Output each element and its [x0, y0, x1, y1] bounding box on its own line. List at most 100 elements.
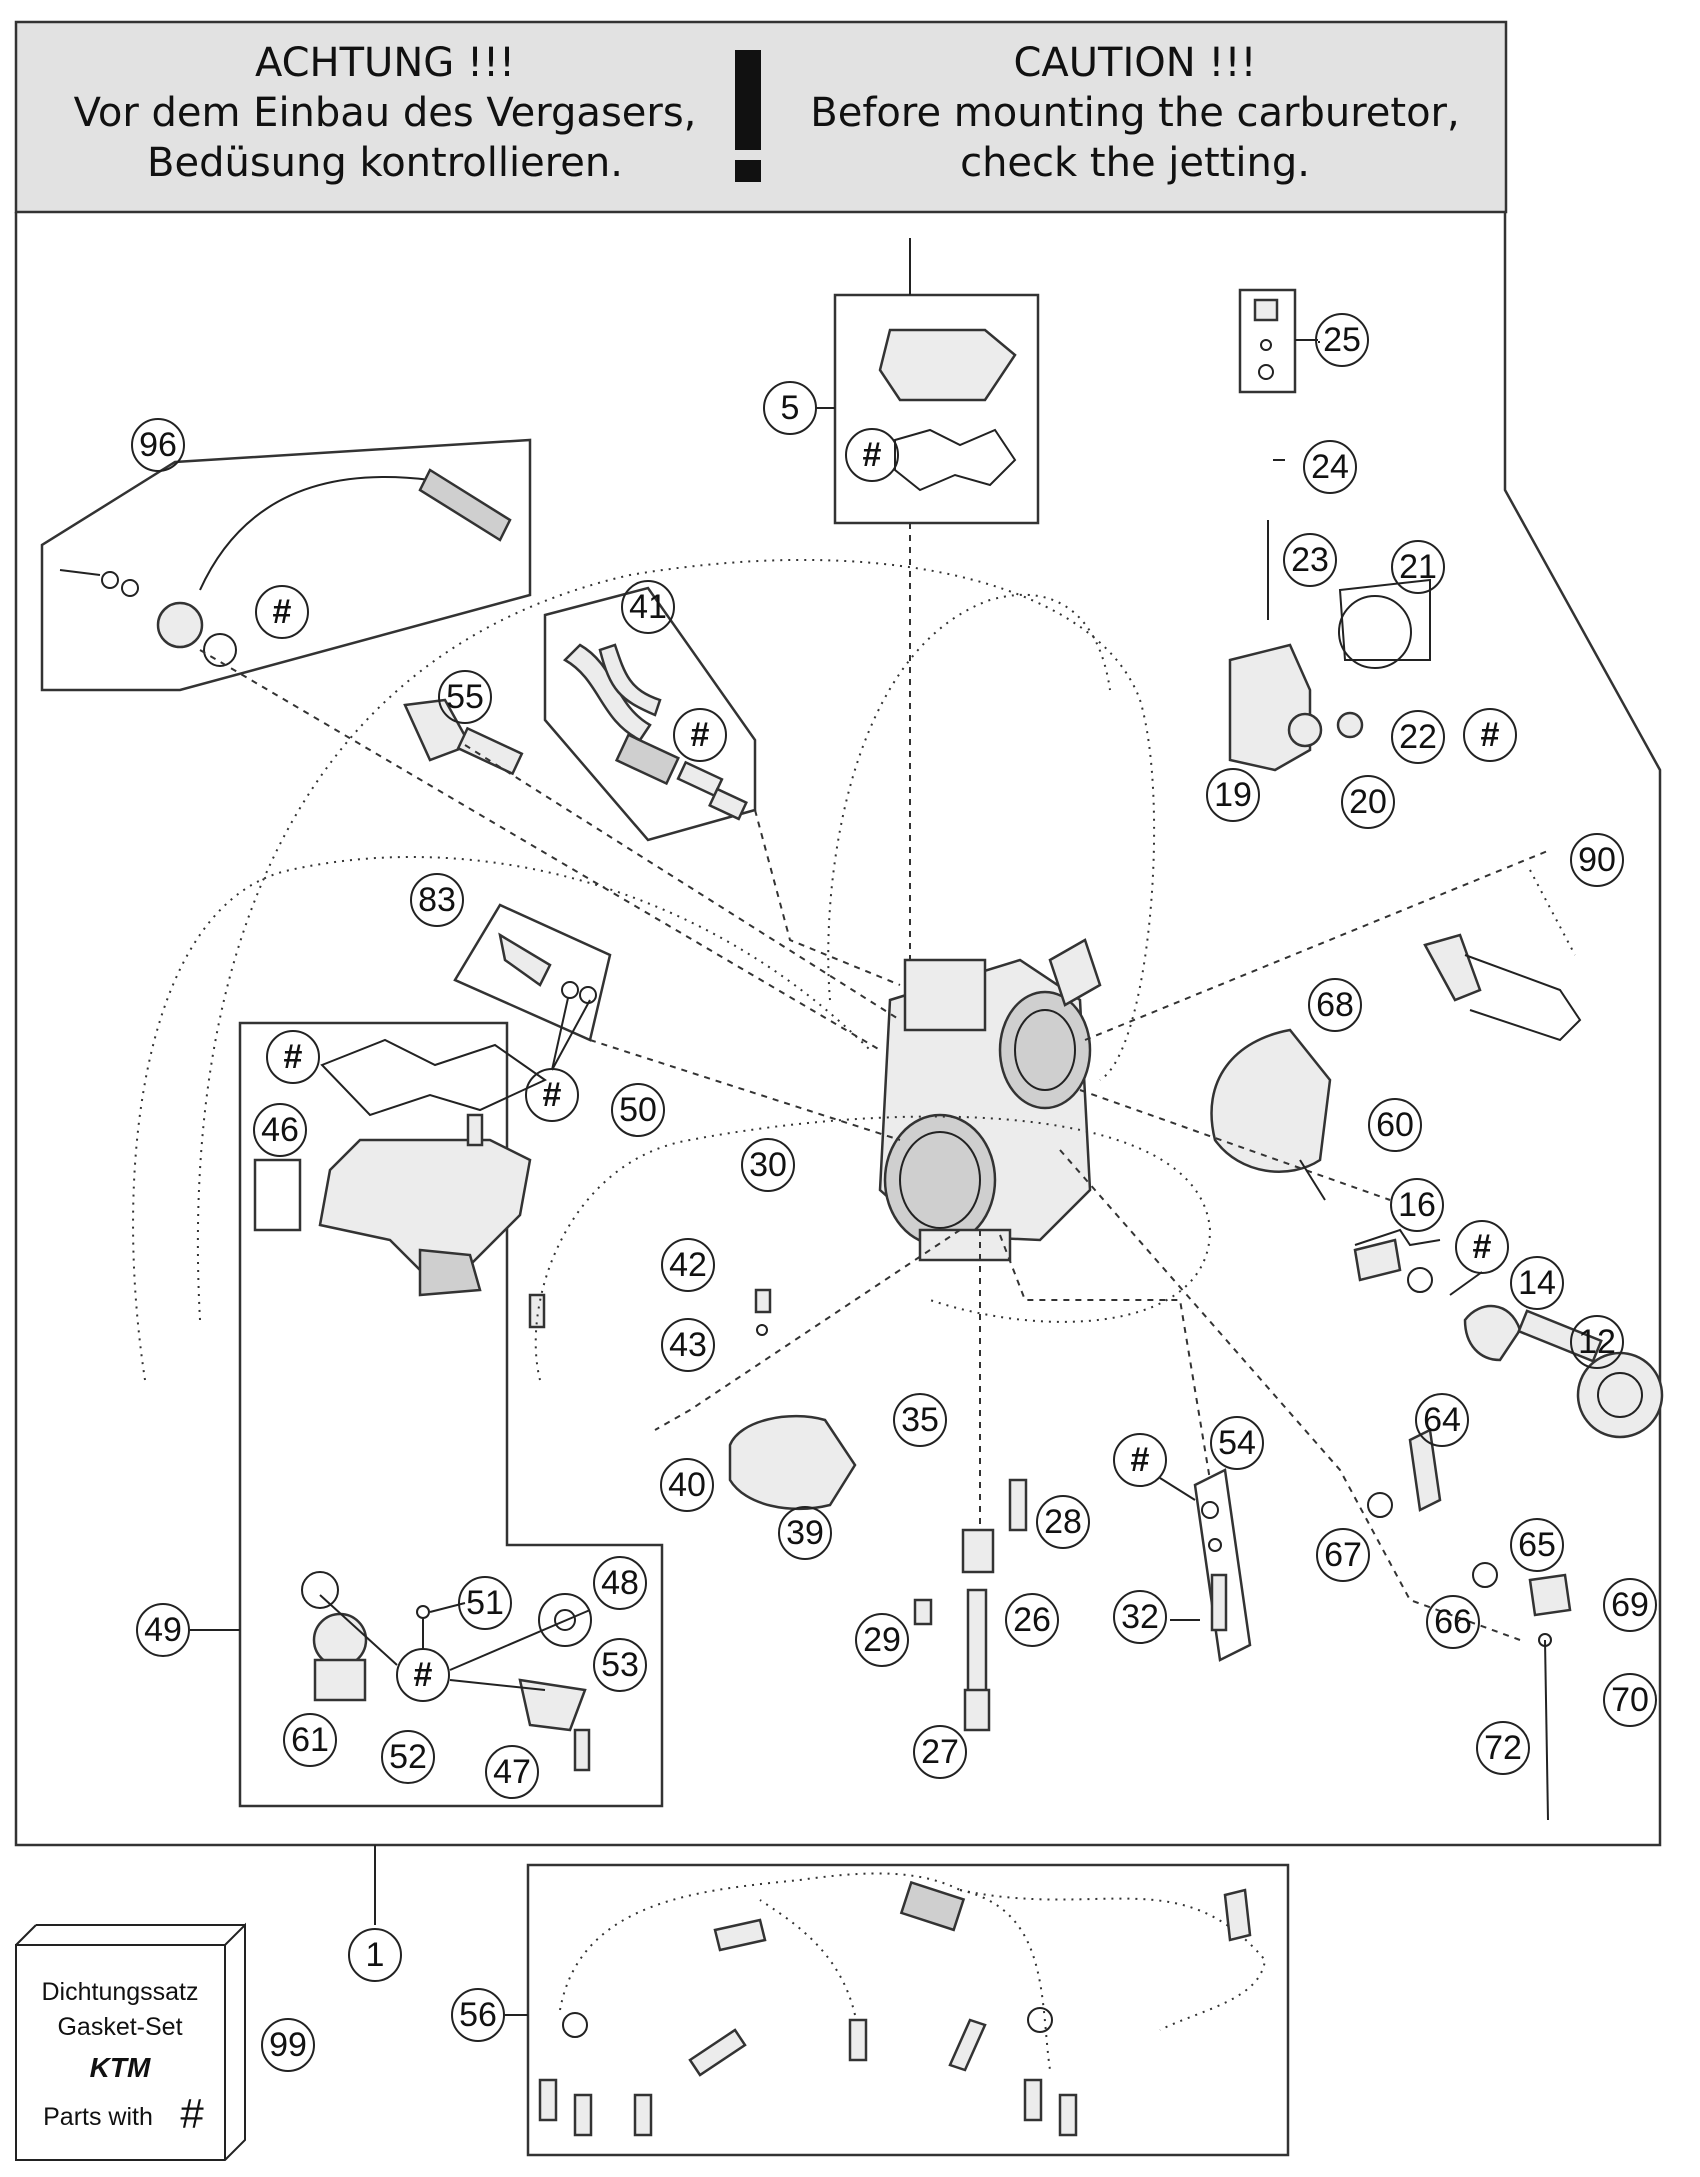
svg-text:68: 68 [1316, 986, 1354, 1024]
center-parts [301, 698, 1028, 1772]
ktm-logo: KTM [90, 2052, 151, 2083]
svg-text:#: # [414, 1656, 433, 1694]
callout-49: 49 [136, 1603, 190, 1657]
callout-68: 68 [1308, 978, 1362, 1032]
callout-5: 5 [763, 381, 817, 435]
box-25 [1238, 288, 1318, 394]
banner-english-line2: Before mounting the carburetor, [810, 90, 1459, 136]
svg-text:50: 50 [619, 1091, 657, 1129]
callout-30: 30 [741, 1138, 795, 1192]
callout-72: 72 [1476, 1721, 1530, 1775]
svg-text:69: 69 [1611, 1586, 1649, 1624]
box-49 [190, 1021, 664, 1808]
callout-22: 22 [1391, 710, 1445, 764]
exclamation-icon [735, 50, 761, 182]
callout-64: 64 [1415, 1393, 1469, 1447]
callout-83: 83 [410, 873, 464, 927]
hash-callout-54: # [1113, 1433, 1167, 1487]
svg-text:67: 67 [1324, 1536, 1362, 1574]
callout-24: 24 [1303, 440, 1357, 494]
callout-66: 66 [1426, 1595, 1480, 1649]
svg-text:26: 26 [1013, 1601, 1051, 1639]
svg-text:39: 39 [786, 1514, 824, 1552]
svg-text:25: 25 [1323, 321, 1361, 359]
callout-47: 47 [485, 1745, 539, 1799]
svg-text:14: 14 [1518, 1264, 1556, 1302]
svg-text:83: 83 [418, 881, 456, 919]
callout-41: 41 [621, 580, 675, 634]
svg-text:99: 99 [269, 2026, 307, 2064]
callout-27: 27 [913, 1725, 967, 1779]
callout-29: 29 [855, 1613, 909, 1667]
callout-60: 60 [1368, 1098, 1422, 1152]
svg-text:40: 40 [668, 1466, 706, 1504]
svg-text:47: 47 [493, 1753, 531, 1791]
svg-text:12: 12 [1578, 1323, 1616, 1361]
callout-53: 53 [593, 1638, 647, 1692]
hash-callout-41: # [673, 708, 727, 762]
svg-text:5: 5 [781, 389, 800, 427]
svg-text:61: 61 [291, 1721, 329, 1759]
callout-14: 14 [1510, 1256, 1564, 1310]
svg-text:24: 24 [1311, 448, 1349, 486]
svg-text:27: 27 [921, 1733, 959, 1771]
svg-text:1: 1 [366, 1936, 385, 1974]
callout-42: 42 [661, 1238, 715, 1292]
svg-text:#: # [284, 1038, 303, 1076]
svg-text:55: 55 [446, 678, 484, 716]
callout-70: 70 [1603, 1673, 1657, 1727]
box-32 [1170, 1468, 1252, 1662]
gasket-set-line1: Dichtungssatz [41, 1978, 198, 2006]
svg-text:66: 66 [1434, 1603, 1472, 1641]
callout-46: 46 [253, 1103, 307, 1157]
box-56 [505, 1863, 1290, 2157]
svg-text:42: 42 [669, 1246, 707, 1284]
hash-leaders [319, 997, 1483, 1691]
hash-callout-49: # [266, 1030, 320, 1084]
callout-28: 28 [1036, 1495, 1090, 1549]
svg-text:#: # [1481, 716, 1500, 754]
callout-25: 25 [1315, 313, 1369, 367]
banner-german-line2: Vor dem Einbau des Vergasers, [74, 90, 697, 136]
svg-text:19: 19 [1214, 776, 1252, 814]
svg-text:51: 51 [466, 1584, 504, 1622]
gasket-set-line2: Gasket-Set [57, 2013, 182, 2041]
svg-text:56: 56 [459, 1996, 497, 2034]
callout-69: 69 [1603, 1578, 1657, 1632]
svg-text:#: # [863, 436, 882, 474]
callout-48: 48 [593, 1556, 647, 1610]
callout-65: 65 [1510, 1518, 1564, 1572]
callout-51: 51 [458, 1576, 512, 1630]
callout-23: 23 [1283, 533, 1337, 587]
callout-99: 99 [261, 2018, 315, 2072]
svg-text:#: # [1131, 1441, 1150, 1479]
svg-text:30: 30 [749, 1146, 787, 1184]
callout-21: 21 [1391, 540, 1445, 594]
gasket-set-box: Dichtungssatz Gasket-Set KTM Parts with … [15, 1922, 246, 2161]
gasket-set-line3: Parts with [43, 2103, 153, 2131]
callout-19: 19 [1206, 768, 1260, 822]
svg-text:96: 96 [139, 426, 177, 464]
svg-text:41: 41 [629, 588, 667, 626]
callout-61: 61 [283, 1713, 337, 1767]
svg-text:28: 28 [1044, 1503, 1082, 1541]
banner-english-line1: CAUTION !!! [1013, 40, 1256, 86]
callout-12: 12 [1570, 1315, 1624, 1369]
svg-text:52: 52 [389, 1738, 427, 1776]
callout-32: 32 [1113, 1590, 1167, 1644]
carburetor-body [878, 938, 1102, 1262]
svg-text:65: 65 [1518, 1526, 1556, 1564]
hash-callout-83: # [525, 1068, 579, 1122]
box-41 [543, 586, 757, 842]
callout-26: 26 [1005, 1593, 1059, 1647]
svg-text:#: # [543, 1076, 562, 1114]
svg-text:#: # [691, 716, 710, 754]
callout-35: 35 [893, 1393, 947, 1447]
callout-67: 67 [1316, 1528, 1370, 1582]
callout-56: 56 [451, 1988, 505, 2042]
svg-text:53: 53 [601, 1646, 639, 1684]
box-83 [453, 903, 612, 1042]
banner-german-line3: Bedüsung kontrollieren. [147, 140, 623, 186]
banner-english-line3: check the jetting. [960, 140, 1310, 186]
